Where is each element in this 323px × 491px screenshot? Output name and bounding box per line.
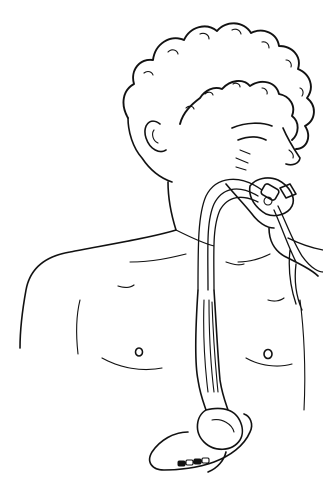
stomach <box>150 409 252 473</box>
oral-tube <box>198 179 323 310</box>
ear <box>145 121 166 151</box>
esophagus <box>196 290 228 410</box>
collarbone-left <box>130 254 186 262</box>
mouthpiece <box>250 178 296 216</box>
eye <box>238 137 266 140</box>
lower-torso <box>300 300 305 410</box>
nipples <box>136 348 273 359</box>
nipple-left <box>136 348 143 356</box>
nipple-right <box>264 350 272 359</box>
body-outline <box>20 182 318 370</box>
eyebrow <box>232 123 272 128</box>
balloon <box>197 409 242 450</box>
collarbone-right <box>238 254 270 262</box>
head <box>128 118 172 182</box>
hair <box>123 23 313 149</box>
